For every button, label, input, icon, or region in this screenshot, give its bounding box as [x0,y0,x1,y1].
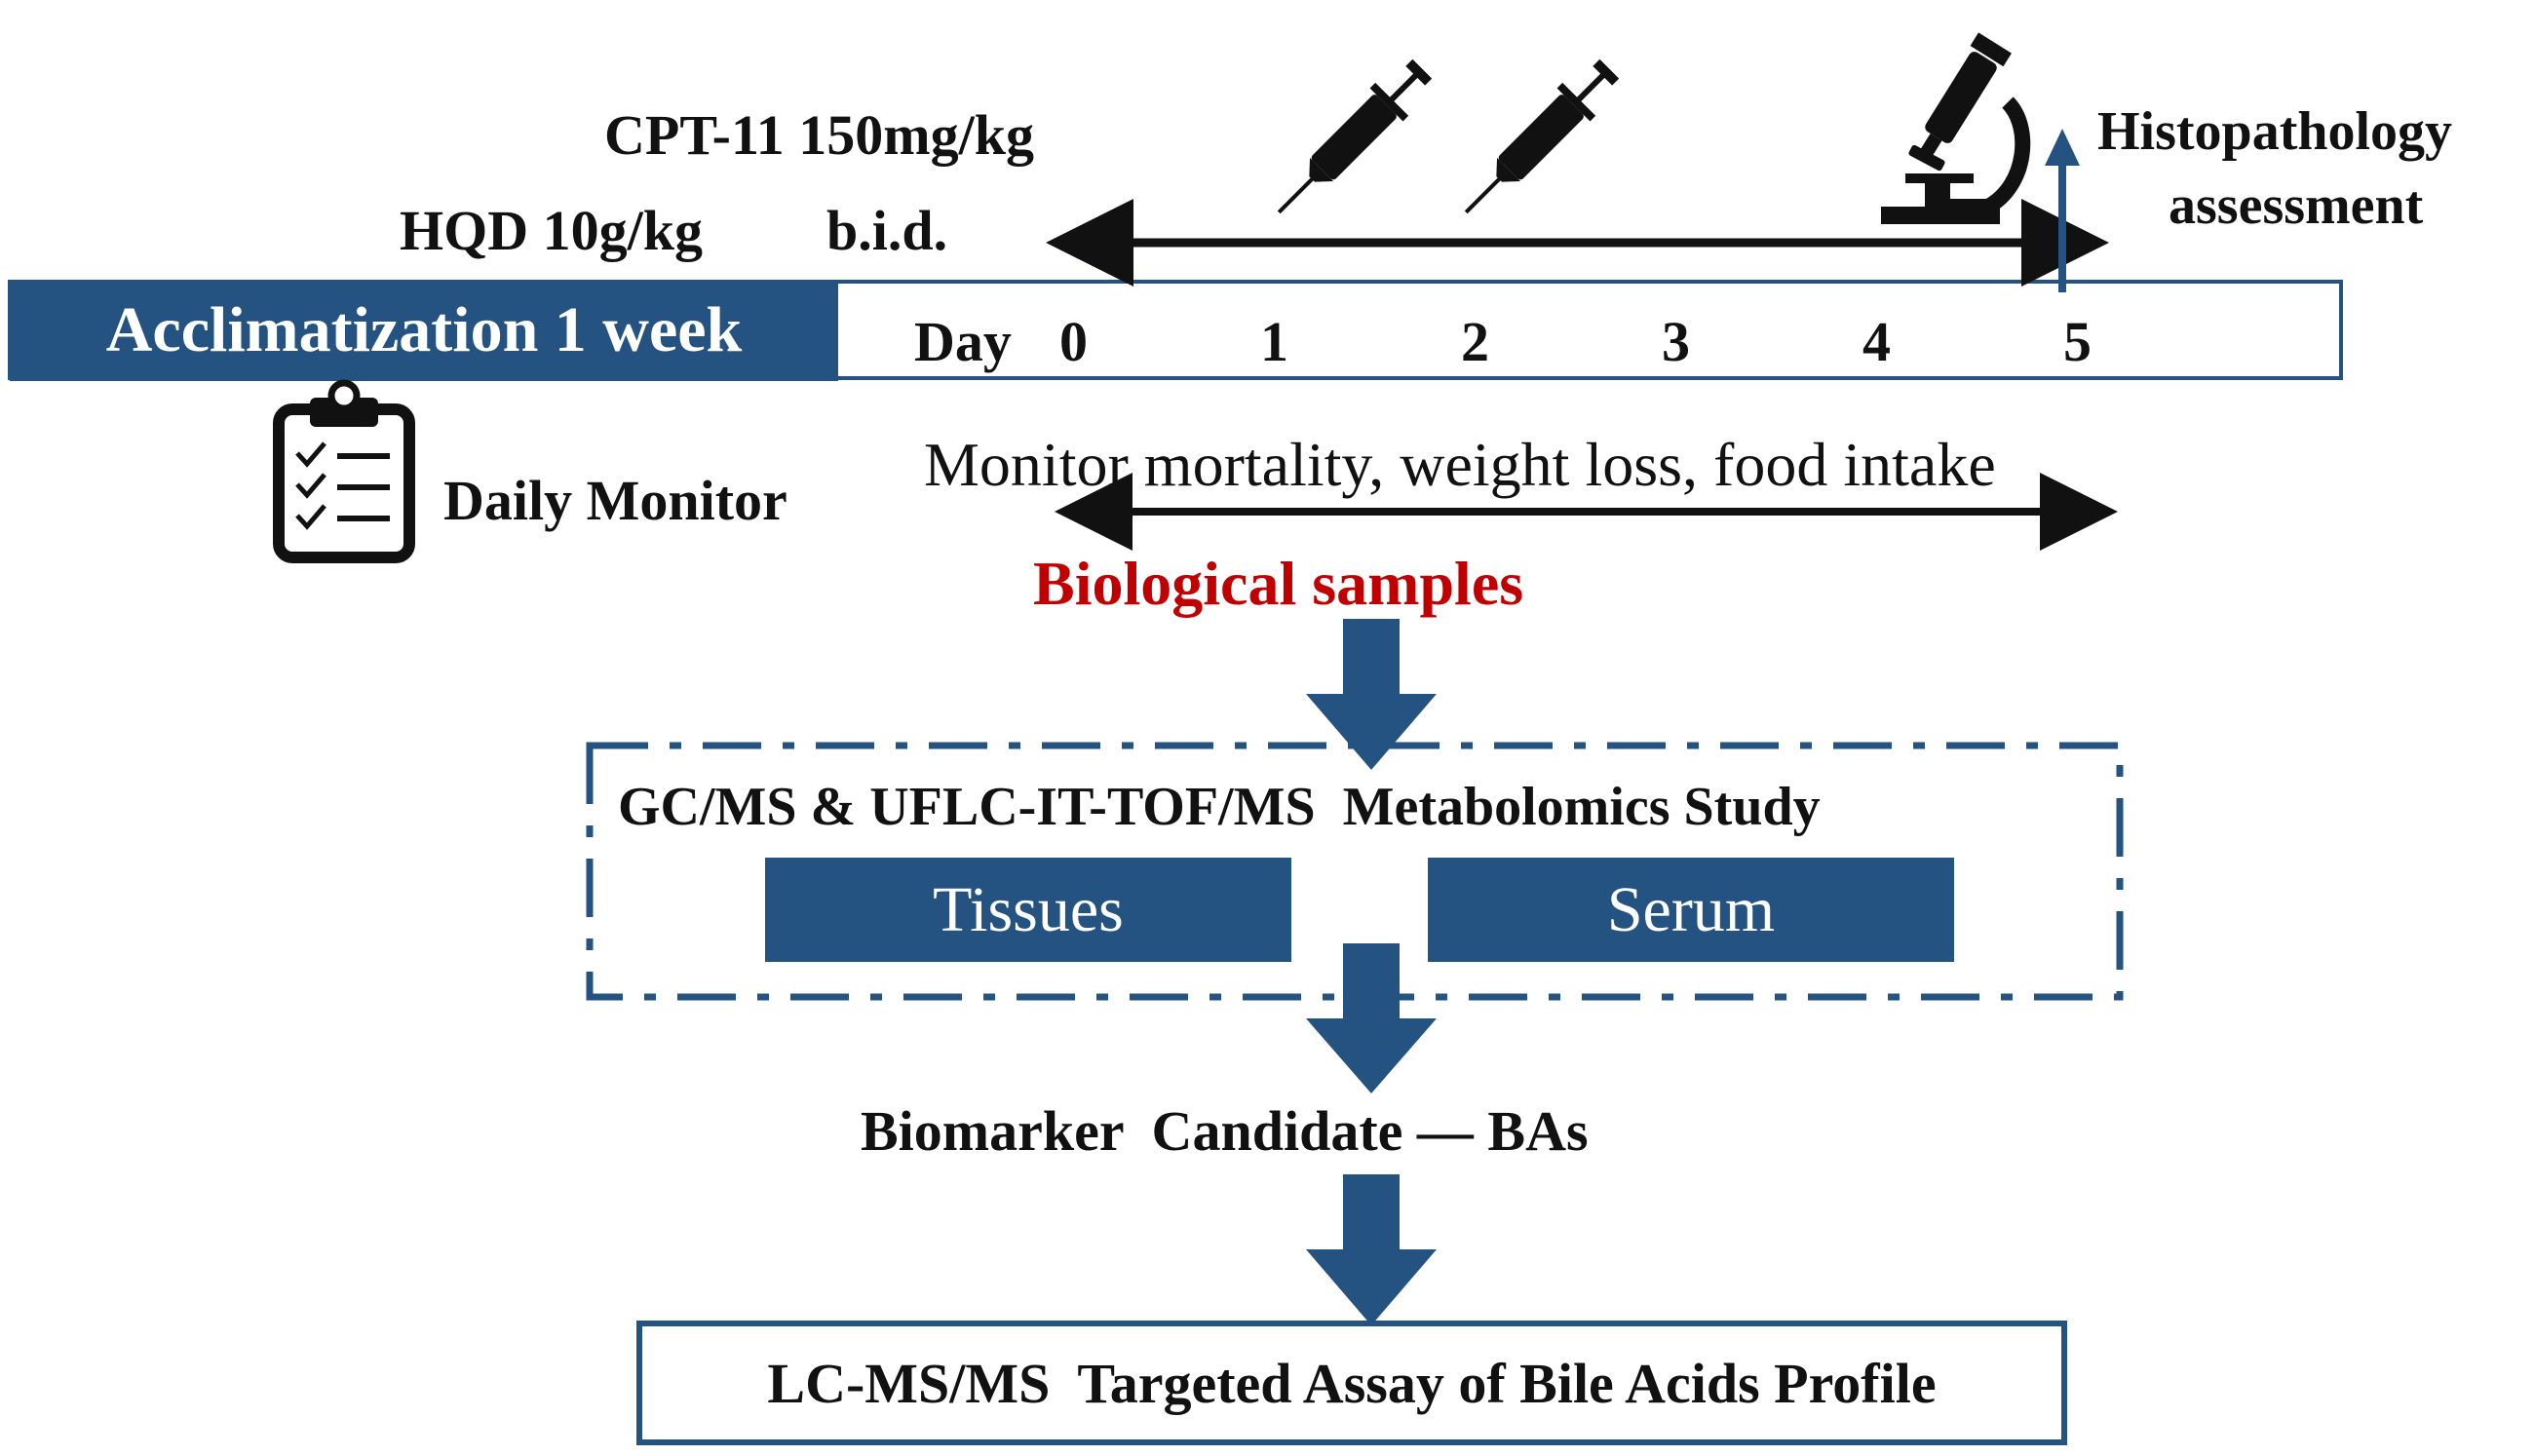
frequency-label: b.i.d. [826,199,948,262]
day-label: Day [914,310,1012,373]
down-arrow-icon [1306,943,1437,1093]
biological-samples-label: Biological samples [1033,549,1524,618]
metabolomics-box [586,742,2124,1001]
metabolomics-title: GC/MS & UFLC-IT-TOF/MS Metabolomics Stud… [618,777,1821,837]
cpt11-dose-label: CPT-11 150mg/kg [604,103,1034,167]
histopathology-arrow [2045,129,2080,292]
daily-monitor-label: Daily Monitor [443,469,787,532]
serum-block [1428,858,1954,962]
assay-box [636,1321,2067,1445]
day-tick: 5 [2063,310,2092,373]
tissues-label: Tissues [933,873,1124,945]
histopathology-label: Histopathology [2097,101,2453,162]
serum-label: Serum [1606,873,1776,945]
day-tick: 0 [1059,310,1088,373]
biomarker-label: Biomarker Candidate — BAs [861,1099,1589,1163]
down-arrow-icon [1306,619,1437,770]
day-tick: 4 [1862,310,1891,373]
acclimatization-block [10,280,838,381]
monitor-description: Monitor mortality, weight loss, food int… [924,430,1996,499]
assessment-label: assessment [2169,175,2424,236]
microscope-icon [1881,32,2031,224]
down-arrow-icon [1306,1174,1437,1325]
syringe-icon [1464,58,1620,214]
clipboard-icon [273,379,415,563]
acclimatization-label: Acclimatization 1 week [105,294,743,365]
tissues-block [765,858,1291,962]
day-tick: 3 [1662,310,1690,373]
assay-label: LC-MS/MS Targeted Assay of Bile Acids Pr… [767,1351,1937,1415]
hqd-dose-label: HQD 10g/kg [400,199,703,262]
day-tick: 2 [1461,310,1489,373]
day-tick: 1 [1260,310,1288,373]
syringe-icon [1277,58,1433,214]
